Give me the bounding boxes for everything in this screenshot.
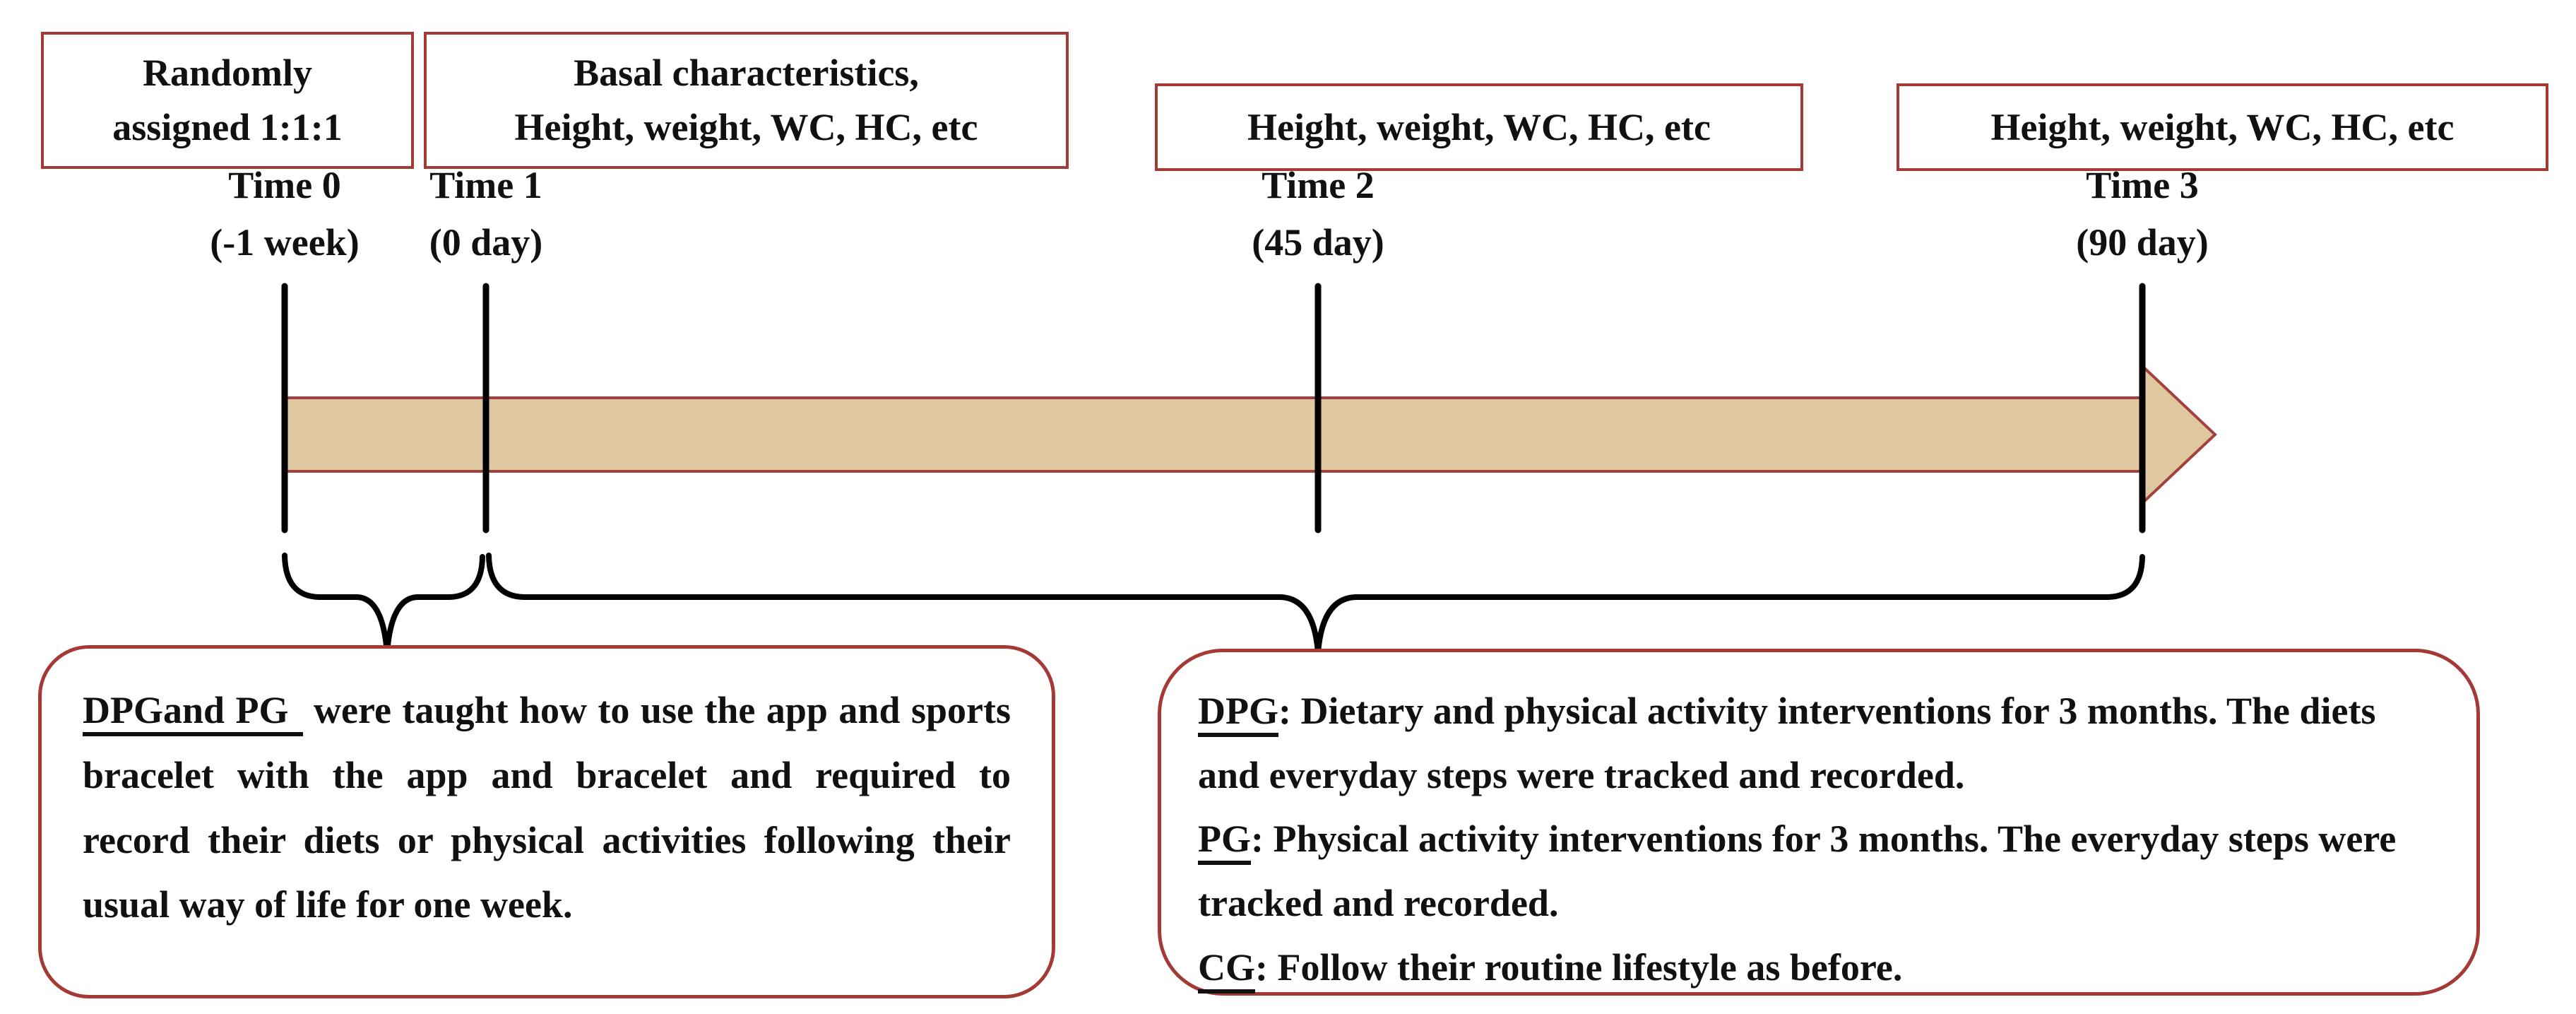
time-3-label: Time 3 (90 day) bbox=[1980, 157, 2305, 271]
randomization-box-line1: Randomly bbox=[142, 52, 313, 95]
endpoint-measures-box: Height, weight, WC, HC, etc bbox=[1897, 83, 2548, 171]
time-0-title: Time 0 bbox=[228, 164, 341, 206]
time-1-offset: (0 day) bbox=[429, 221, 543, 264]
intervention-note-cg: CG: Follow their routine lifestyle as be… bbox=[1198, 936, 2440, 1000]
time-2-label: Time 2 (45 day) bbox=[1156, 157, 1480, 271]
time-0-offset: (-1 week) bbox=[210, 221, 360, 264]
baseline-note-groups: DPGand PG bbox=[83, 689, 303, 736]
time-2-offset: (45 day) bbox=[1252, 221, 1384, 264]
time-1-label: Time 1 (0 day) bbox=[324, 157, 648, 271]
intervention-note-dpg-text: : Dietary and physical activity interven… bbox=[1198, 690, 2376, 796]
baseline-measures-line1: Basal characteristics, bbox=[574, 52, 919, 95]
baseline-measures-box: Basal characteristics, Height, weight, W… bbox=[424, 32, 1069, 169]
baseline-measures-line2: Height, weight, WC, HC, etc bbox=[514, 106, 978, 148]
intervention-note-cg-text: : Follow their routine lifestyle as befo… bbox=[1255, 945, 1903, 989]
endpoint-measures-line1: Height, weight, WC, HC, etc bbox=[1990, 105, 2455, 148]
time-2-title: Time 2 bbox=[1262, 164, 1375, 206]
intervention-note-pg: PG: Physical activity interventions for … bbox=[1198, 807, 2440, 935]
time-0-label: Time 0 (-1 week) bbox=[122, 157, 447, 271]
randomization-box-line2: assigned 1:1:1 bbox=[112, 106, 343, 148]
baseline-note-text: DPGand PG were taught how to use the app… bbox=[83, 678, 1011, 938]
intervention-note-box: DPG: Dietary and physical activity inter… bbox=[1158, 649, 2480, 996]
intervention-note-dpg-abbr: DPG bbox=[1198, 690, 1278, 737]
baseline-note-box: DPGand PG were taught how to use the app… bbox=[38, 645, 1055, 998]
midpoint-measures-line1: Height, weight, WC, HC, etc bbox=[1247, 105, 1711, 148]
intervention-note-pg-abbr: PG bbox=[1198, 818, 1251, 866]
timeline-band bbox=[283, 396, 2144, 473]
baseline-note-body: were taught how to use the app and sport… bbox=[83, 689, 1011, 926]
time-1-title: Time 1 bbox=[429, 164, 542, 206]
intervention-note-dpg: DPG: Dietary and physical activity inter… bbox=[1198, 679, 2440, 807]
randomization-box: Randomly assigned 1:1:1 bbox=[41, 32, 414, 169]
midpoint-measures-box: Height, weight, WC, HC, etc bbox=[1155, 83, 1803, 171]
intervention-note-cg-abbr: CG bbox=[1198, 945, 1255, 994]
time-3-title: Time 3 bbox=[2086, 164, 2199, 206]
left-brace bbox=[282, 553, 485, 654]
time-3-offset: (90 day) bbox=[2076, 221, 2209, 264]
timeline-arrowhead-icon bbox=[2141, 362, 2217, 507]
right-brace bbox=[486, 553, 2145, 654]
intervention-note-pg-text: : Physical activity interventions for 3 … bbox=[1198, 818, 2397, 925]
